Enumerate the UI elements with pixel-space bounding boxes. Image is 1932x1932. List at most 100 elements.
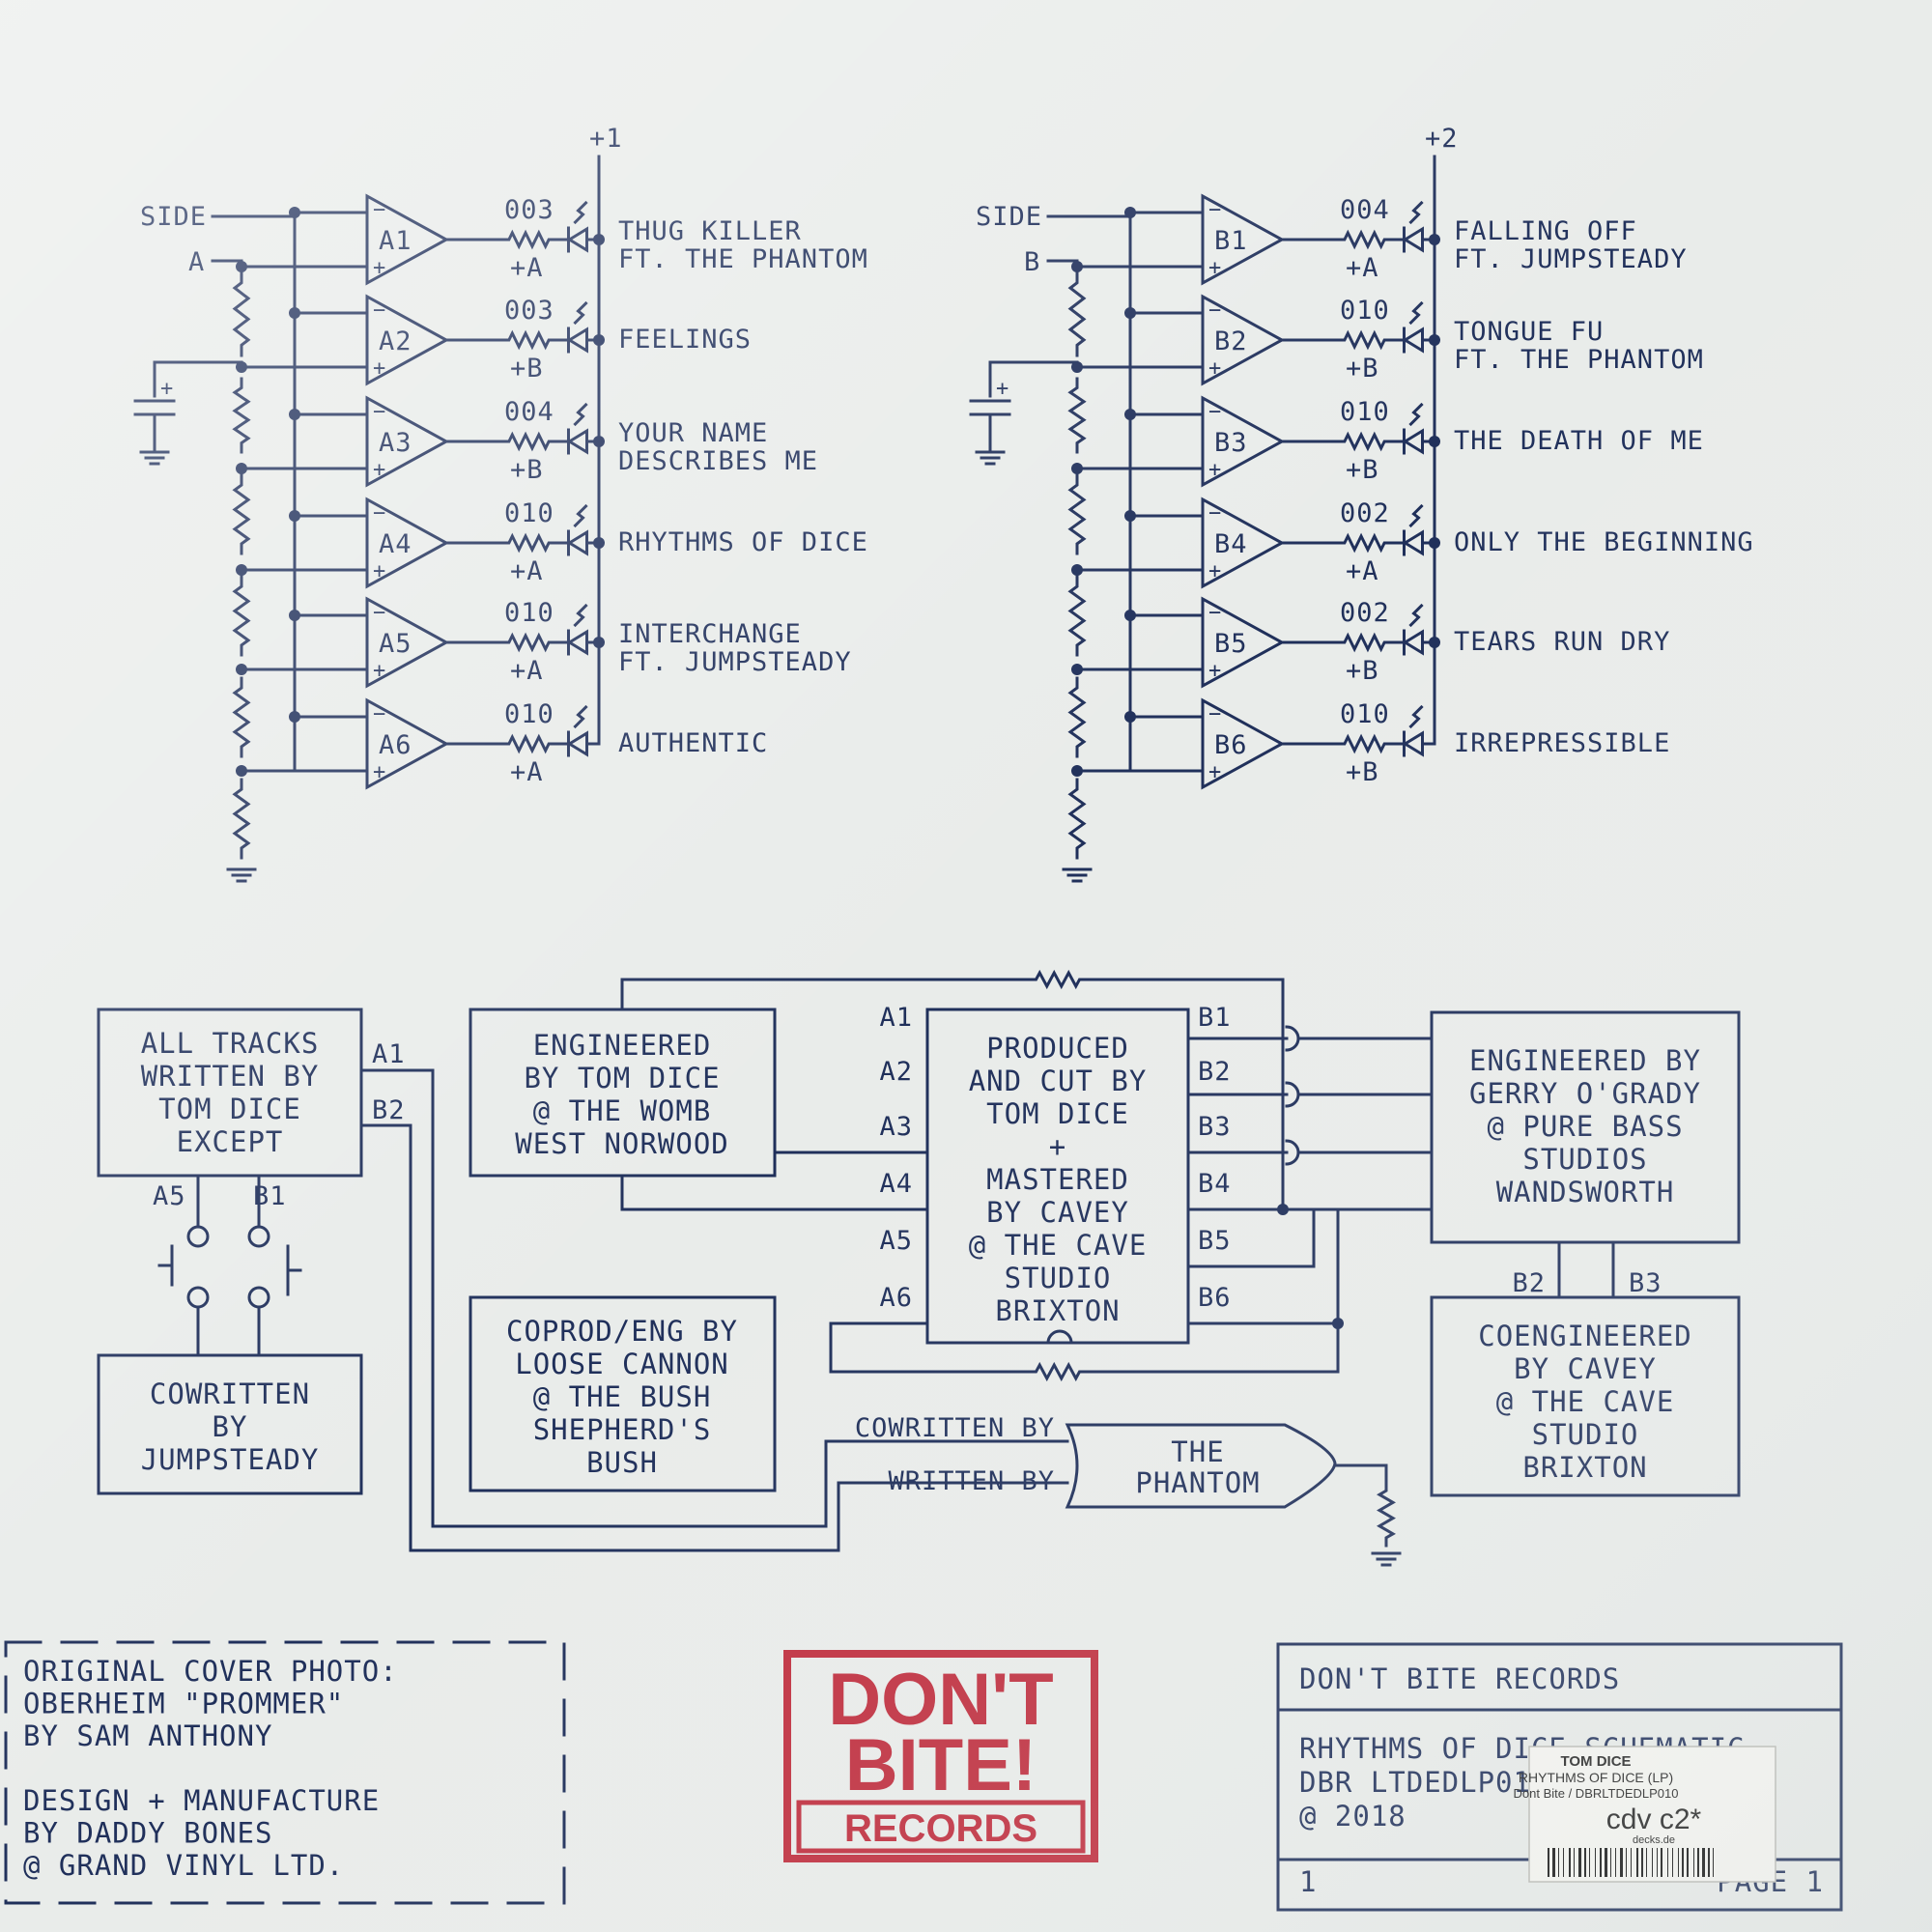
junction-dot — [1124, 409, 1136, 420]
credit-text: LOOSE CANNON — [515, 1348, 729, 1380]
plus-sign: + — [373, 256, 385, 280]
barcode-bar — [1667, 1848, 1668, 1877]
pin-label: A1 — [879, 1003, 913, 1033]
credit-text: BUSH — [586, 1446, 658, 1479]
barcode-bar — [1600, 1848, 1602, 1877]
credit-text: @ THE CAVE — [1496, 1385, 1675, 1418]
track-bias: +A — [1346, 556, 1379, 586]
barcode-bar — [1693, 1848, 1694, 1877]
credit-text: @ THE CAVE — [969, 1229, 1148, 1262]
junction-dot — [289, 510, 300, 522]
rail-label: +2 — [1425, 124, 1459, 154]
side-label: SIDE — [140, 202, 207, 232]
credit-text: PRODUCED — [986, 1032, 1129, 1065]
track-title: IRREPRESSIBLE — [1454, 728, 1670, 758]
junction-dot — [1429, 436, 1440, 447]
track-title: TONGUE FU — [1454, 317, 1604, 347]
pin-label: A4 — [879, 1169, 913, 1199]
junction-dot — [593, 637, 605, 648]
photo-credit-line: OBERHEIM "PROMMER" — [23, 1688, 344, 1720]
barcode-bar — [1605, 1848, 1607, 1877]
track-bias: +B — [510, 455, 544, 485]
credit-text: EXCEPT — [177, 1125, 284, 1158]
barcode-bar — [1678, 1848, 1679, 1877]
track-bias: +B — [510, 354, 544, 384]
track-title: TEARS RUN DRY — [1454, 627, 1670, 657]
track-bias: +B — [1346, 757, 1379, 787]
opamp-id: A3 — [379, 428, 412, 458]
track-bias: +A — [1346, 253, 1379, 283]
plus-sign: + — [373, 659, 385, 683]
barcode-bar — [1672, 1848, 1673, 1877]
photo-credit-line: DESIGN + MANUFACTURE — [23, 1784, 380, 1817]
plus-sign: + — [160, 377, 173, 401]
credit-text: GERRY O'GRADY — [1469, 1077, 1701, 1110]
barcode-bar — [1641, 1848, 1643, 1877]
junction-dot — [236, 664, 247, 675]
junction-dot — [1071, 765, 1083, 777]
opamp-id: B3 — [1214, 428, 1248, 458]
barcode-bar — [1631, 1848, 1632, 1877]
track-code: 010 — [1340, 397, 1390, 427]
switch-label: A5 — [153, 1181, 186, 1211]
barcode-bar — [1595, 1848, 1596, 1877]
track-code: 002 — [1340, 498, 1390, 528]
track-code: 002 — [1340, 598, 1390, 628]
junction-dot — [236, 261, 247, 272]
junction-dot — [236, 765, 247, 777]
barcode-bar — [1569, 1848, 1571, 1877]
track-title: FT. JUMPSTEADY — [618, 647, 852, 677]
barcode-bar — [1646, 1848, 1647, 1877]
photo-credit-line: BY DADDY BONES — [23, 1817, 272, 1850]
side-letter: A — [188, 247, 205, 277]
gate-input-label: WRITTEN BY — [888, 1466, 1055, 1496]
barcode-bar — [1661, 1848, 1662, 1877]
opamp-id: A4 — [379, 529, 412, 559]
track-title: DESCRIBES ME — [618, 446, 818, 476]
pin-label: B3 — [1198, 1112, 1232, 1142]
plus-sign: + — [1208, 659, 1221, 683]
credit-text: BY CAVEY — [986, 1196, 1129, 1229]
credit-text: TOM DICE — [986, 1097, 1129, 1130]
barcode-bar — [1548, 1848, 1549, 1877]
side-letter: B — [1024, 247, 1040, 277]
opamp-id: A5 — [379, 629, 412, 659]
credit-text: SHEPHERD'S — [533, 1413, 712, 1446]
opamp-id: B5 — [1214, 629, 1248, 659]
side-label: SIDE — [976, 202, 1042, 232]
track-code: 004 — [1340, 195, 1390, 225]
credit-text: TOM DICE — [158, 1093, 301, 1125]
minus-sign: − — [373, 501, 385, 526]
junction-dot — [289, 610, 300, 621]
credit-text: COPROD/ENG BY — [506, 1315, 738, 1348]
pin-label: B6 — [1198, 1283, 1232, 1313]
track-title: FEELINGS — [618, 325, 752, 355]
minus-sign: − — [373, 601, 385, 625]
opamp-id: B2 — [1214, 327, 1248, 356]
credit-text: BRIXTON — [995, 1294, 1120, 1327]
pin-label: B3 — [1629, 1268, 1662, 1298]
opamp-id: B6 — [1214, 730, 1248, 760]
plus-sign: + — [1208, 256, 1221, 280]
plus-sign: + — [996, 377, 1009, 401]
plus-sign: + — [1208, 559, 1221, 583]
credit-text: AND CUT BY — [969, 1065, 1148, 1097]
label-header: DON'T BITE RECORDS — [1299, 1662, 1620, 1695]
barcode-bar — [1558, 1848, 1559, 1877]
barcode-bar — [1574, 1848, 1575, 1877]
barcode-bar — [1636, 1848, 1638, 1877]
junction-dot — [289, 711, 300, 723]
credit-text: PHANTOM — [1135, 1466, 1260, 1499]
track-bias: +A — [510, 556, 544, 586]
credit-text: STUDIO — [1532, 1418, 1639, 1451]
sticker-artist: TOM DICE — [1560, 1753, 1631, 1770]
junction-dot — [593, 436, 605, 447]
barcode-bar — [1713, 1848, 1714, 1877]
pin-label: A6 — [879, 1283, 913, 1313]
barcode-bar — [1687, 1848, 1689, 1877]
pin-label: A3 — [879, 1112, 913, 1142]
track-code: 010 — [1340, 296, 1390, 326]
junction-dot — [1071, 361, 1083, 373]
junction-dot — [1124, 510, 1136, 522]
barcode-bar — [1589, 1848, 1590, 1877]
